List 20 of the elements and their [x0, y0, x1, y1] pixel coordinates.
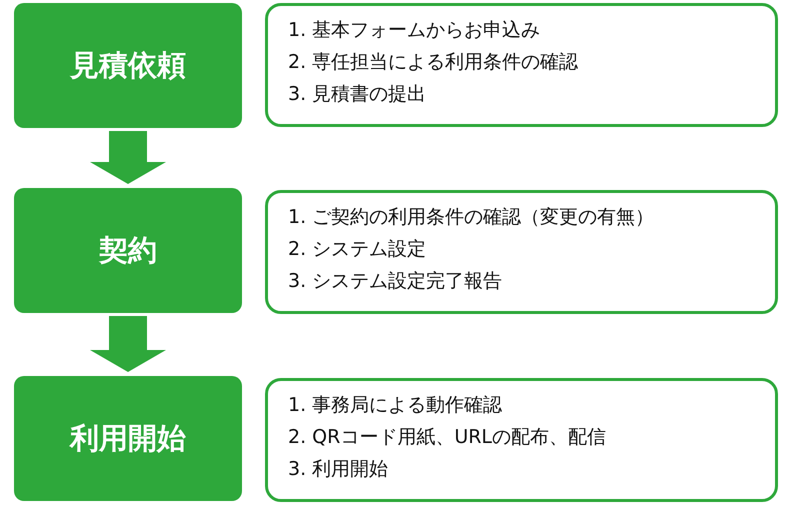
list-item: 3. 見積書の提出	[288, 82, 426, 107]
block-arrow	[90, 316, 166, 372]
step-box	[14, 188, 242, 313]
step-list-box	[265, 190, 778, 314]
list-item: 2. QRコード用紙、URLの配布、配信	[288, 425, 606, 450]
list-item: 3. システム設定完了報告	[288, 269, 502, 294]
list-item: 2. システム設定	[288, 237, 426, 262]
step-box	[14, 376, 242, 501]
step-label: 見積依頼	[70, 46, 186, 84]
block-arrow	[90, 131, 166, 184]
list-item: 3. 利用開始	[288, 457, 388, 482]
step-list-box	[265, 378, 778, 502]
step-list-box	[265, 3, 778, 127]
step-label: 利用開始	[70, 420, 186, 456]
list-item: 1. ご契約の利用条件の確認（変更の有無）	[288, 205, 654, 230]
list-item: 1. 基本フォームからお申込み	[288, 18, 540, 43]
list-item: 2. 専任担当による利用条件の確認	[288, 50, 578, 75]
step-box	[14, 3, 242, 128]
step-label: 契約	[99, 232, 157, 268]
list-item: 1. 事務局による動作確認	[288, 393, 502, 418]
